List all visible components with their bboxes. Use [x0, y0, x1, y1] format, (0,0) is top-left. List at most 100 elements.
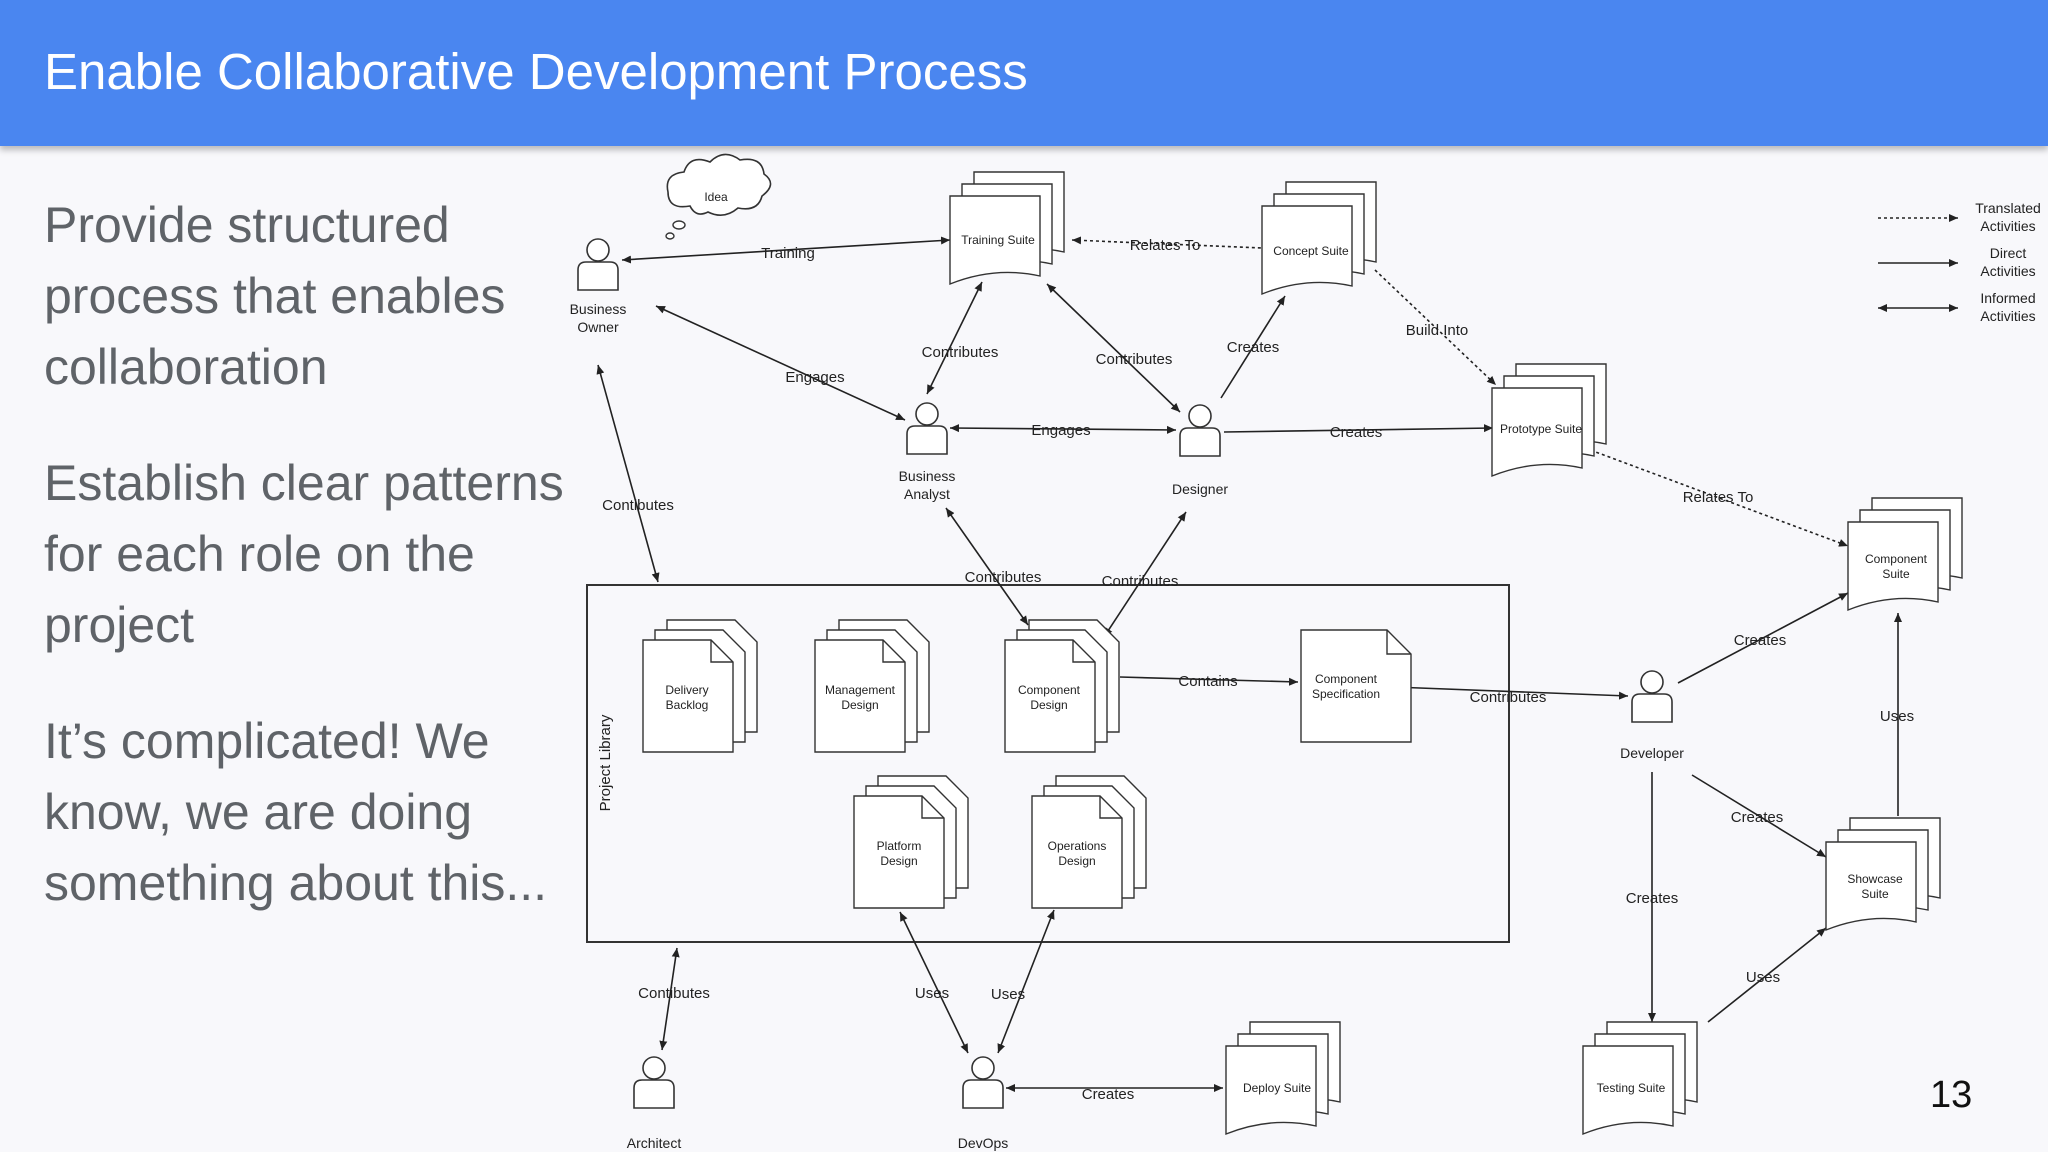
edge-label-contibutes-arch: Contibutes	[638, 985, 710, 1002]
bullet-structured-process: Provide structured process that enables …	[44, 197, 506, 395]
artifact-showcase-suite: Showcase Suite	[1825, 817, 1941, 931]
svg-text:Analyst: Analyst	[904, 486, 950, 502]
svg-text:Design: Design	[841, 698, 878, 712]
svg-text:Backlog: Backlog	[666, 698, 709, 712]
svg-text:Prototype Suite: Prototype Suite	[1500, 422, 1582, 436]
svg-text:Component: Component	[1018, 683, 1081, 697]
edge-contibutes-arch	[659, 947, 680, 1051]
artifact-training-suite: Training Suite	[949, 171, 1065, 285]
svg-text:Activities: Activities	[1980, 218, 2035, 234]
edge-uses-showcase	[1707, 927, 1827, 1023]
svg-text:Operations: Operations	[1048, 839, 1107, 853]
artifact-delivery-backlog: Delivery Backlog	[642, 619, 758, 753]
svg-text:Informed: Informed	[1980, 290, 2035, 306]
svg-text:Direct: Direct	[1990, 245, 2027, 261]
svg-text:Activities: Activities	[1980, 263, 2035, 279]
svg-text:Training Suite: Training Suite	[961, 233, 1035, 247]
edge-contibutes-bo	[596, 364, 660, 583]
edge-label-engages-1: Engages	[785, 369, 844, 386]
edge-label-uses-1: Uses	[915, 985, 949, 1002]
idea-thought-bubble: Idea	[665, 153, 772, 240]
edge-engages-2	[949, 424, 1177, 434]
page-number: 13	[1930, 1074, 1973, 1116]
svg-text:Designer: Designer	[1172, 481, 1228, 497]
svg-text:Design: Design	[1030, 698, 1067, 712]
edge-contributes-dev	[1393, 683, 1629, 700]
edge-label-contributes-lib-1: Contributes	[965, 569, 1042, 586]
edge-creates-component	[1677, 592, 1849, 684]
edge-label-contributes-designer: Contributes	[1096, 351, 1173, 368]
artifact-component-specification: Component Specification	[1300, 629, 1412, 743]
edge-label-contributes-ba: Contributes	[922, 344, 999, 361]
edge-label-creates-concept: Creates	[1227, 339, 1280, 356]
artifact-operations-design: Operations Design	[1031, 775, 1147, 909]
edge-label-creates-testing: Creates	[1626, 890, 1679, 907]
svg-text:Design: Design	[880, 854, 917, 868]
edge-creates-concept	[1220, 295, 1286, 399]
role-developer: Developer	[1620, 670, 1684, 761]
svg-text:Owner: Owner	[577, 319, 619, 335]
edge-contributes-lib-1	[945, 507, 1029, 626]
edge-build-into	[1374, 269, 1497, 386]
edge-contributes-lib-2	[1103, 511, 1187, 638]
edge-label-contributes-dev: Contributes	[1470, 689, 1547, 706]
edge-label-uses-showcase: Uses	[1746, 969, 1780, 986]
artifact-platform-design: Platform Design	[853, 775, 969, 909]
edge-relates-to-2	[1584, 447, 1849, 547]
svg-text:Specification: Specification	[1312, 687, 1380, 701]
edge-contains	[1119, 676, 1299, 686]
artifact-component-design: Component Design	[1004, 619, 1120, 753]
svg-text:Business: Business	[570, 301, 627, 317]
edge-label-contibutes-bo: Contibutes	[602, 497, 674, 514]
legend: Translated Activities Direct Activities …	[1878, 200, 2041, 324]
role-designer: Designer	[1172, 404, 1228, 497]
edge-label-relates-to-1: Relates To	[1130, 237, 1201, 254]
edge-uses-1	[899, 911, 969, 1054]
edge-label-uses-2: Uses	[991, 986, 1025, 1003]
svg-text:Activities: Activities	[1980, 308, 2035, 324]
svg-text:Business: Business	[899, 468, 956, 484]
edge-label-engages-2: Engages	[1031, 422, 1090, 439]
edge-contributes-designer	[1046, 283, 1181, 413]
edge-label-uses-component: Uses	[1880, 708, 1914, 725]
svg-text:Platform: Platform	[877, 839, 922, 853]
svg-text:Testing Suite: Testing Suite	[1597, 1081, 1666, 1095]
edge-creates-showcase	[1691, 774, 1827, 858]
artifact-testing-suite: Testing Suite	[1582, 1021, 1698, 1135]
edge-label-creates-prototype: Creates	[1330, 424, 1383, 441]
role-devops: DevOps	[958, 1056, 1009, 1151]
edge-engages-1	[655, 305, 906, 421]
bullet-clear-patterns: Establish clear patterns for each role o…	[44, 455, 564, 653]
svg-text:Design: Design	[1058, 854, 1095, 868]
slide-title: Enable Collaborative Development Process	[44, 43, 1028, 100]
title-bar: Enable Collaborative Development Process	[0, 0, 2048, 146]
svg-text:DevOps: DevOps	[958, 1135, 1009, 1151]
edge-label-build-into: Build Into	[1406, 322, 1469, 339]
svg-text:Management: Management	[825, 683, 896, 697]
role-business-analyst: Business Analyst	[899, 402, 956, 502]
project-library-label: Project Library	[597, 714, 614, 811]
edge-uses-2	[997, 909, 1055, 1054]
edge-label-creates-component: Creates	[1734, 632, 1787, 649]
artifact-component-suite: Component Suite	[1847, 497, 1963, 611]
svg-text:Concept Suite: Concept Suite	[1273, 244, 1349, 258]
edge-label-training: Training	[761, 245, 815, 262]
svg-text:Delivery: Delivery	[665, 683, 708, 697]
svg-text:Idea: Idea	[704, 190, 728, 204]
edge-label-creates-deploy: Creates	[1082, 1086, 1135, 1103]
edge-label-creates-showcase: Creates	[1731, 809, 1784, 826]
edge-contributes-ba	[926, 281, 983, 395]
edge-label-contributes-lib-2: Contributes	[1102, 573, 1179, 590]
artifact-prototype-suite: Prototype Suite	[1491, 363, 1607, 477]
edge-label-relates-to-2: Relates To	[1683, 489, 1754, 506]
svg-text:Suite: Suite	[1882, 567, 1910, 581]
svg-text:Developer: Developer	[1620, 745, 1684, 761]
role-architect: Architect	[627, 1056, 681, 1151]
svg-text:Component: Component	[1315, 672, 1378, 686]
edge-label-contains: Contains	[1178, 673, 1237, 690]
svg-text:Suite: Suite	[1861, 887, 1889, 901]
edge-creates-prototype	[1223, 424, 1494, 433]
edge-training	[621, 236, 951, 264]
